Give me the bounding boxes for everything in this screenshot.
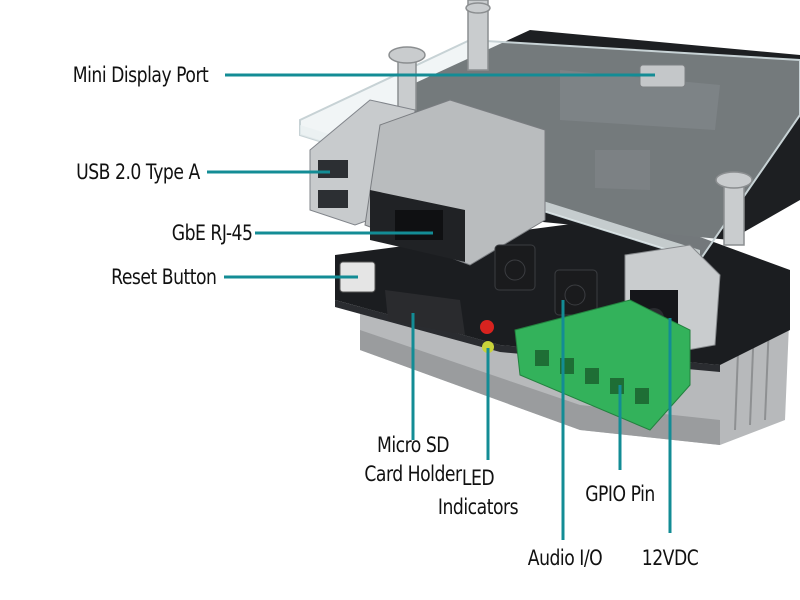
label-usb-2-type-a: USB 2.0 Type A	[76, 160, 200, 184]
label-reset-button: Reset Button	[110, 265, 217, 289]
led-green	[482, 341, 494, 353]
label-12vdc: 12VDC	[641, 546, 699, 570]
label-micro-sd-line1: Micro SD	[376, 433, 450, 457]
label-gpio-pin: GPIO Pin	[585, 482, 655, 506]
standoffs	[388, 0, 753, 246]
leader-lines	[207, 73, 672, 540]
label-audio-io: Audio I/O	[527, 546, 603, 570]
label-gbe-rj45: GbE RJ-45	[171, 221, 252, 245]
audio-jacks	[494, 244, 598, 316]
label-mini-display-port: Mini Display Port	[72, 63, 208, 87]
sd-card-slot	[385, 290, 465, 335]
label-micro-sd-line2: Card Holder	[364, 462, 462, 486]
rj45-jack	[364, 99, 546, 266]
label-led-line2: Indicators	[437, 495, 519, 519]
led-red	[480, 320, 494, 334]
label-led-line1: LED	[461, 466, 495, 490]
